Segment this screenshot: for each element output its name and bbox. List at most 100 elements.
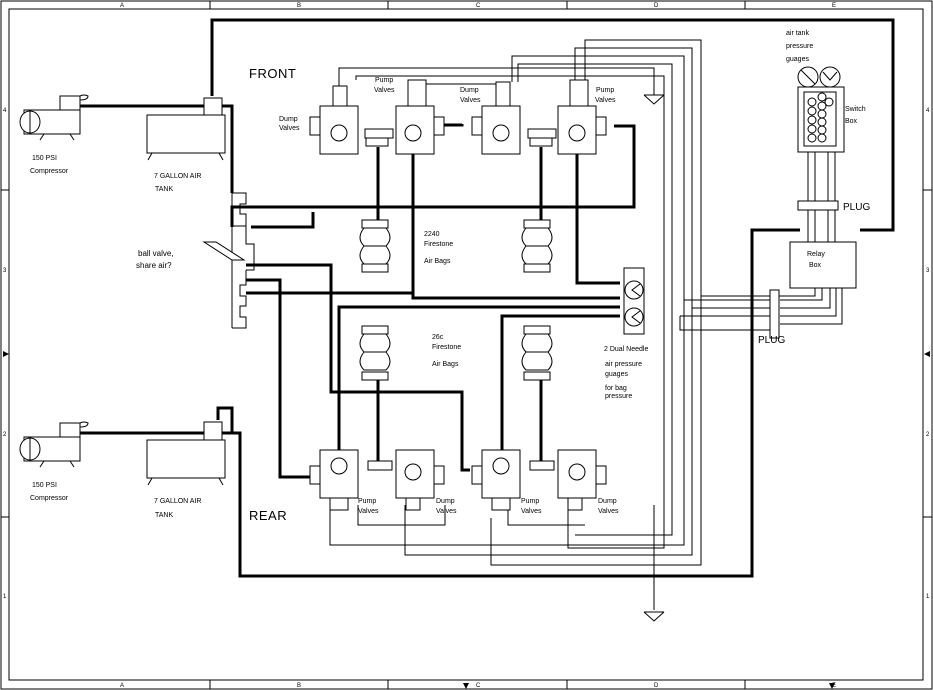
front-air-bag-left (359, 219, 391, 273)
ground-symbol-bottom (643, 611, 665, 622)
grid-col-c-bottom: C (476, 683, 481, 689)
compressor-bottom (19, 421, 89, 468)
compressor-bottom-psi: 150 PSI (32, 482, 57, 489)
rear-pump-left-label-1: Pump (358, 498, 376, 505)
rear-pump-valve-left (309, 449, 359, 511)
grid-row-3-right: 3 (926, 268, 930, 274)
switch-box-label-2: Box (845, 118, 858, 125)
thin-wiring (329, 39, 843, 610)
grid-column-labels: A B C D E A B C D E (120, 3, 836, 689)
front-bags-label-2: Firestone (424, 241, 453, 248)
rear-pump-valve-right (471, 449, 521, 511)
rear-dump-left-label-1: Dump (436, 498, 455, 505)
grid-col-e-top: E (832, 3, 836, 9)
plug-lower (769, 289, 780, 339)
air-tank-bottom (146, 421, 226, 486)
front-tee-right-stem (529, 137, 553, 147)
grid-col-e-bottom: E (832, 683, 836, 689)
front-dump-valve-left (309, 85, 359, 155)
front-pump-right-label-2: Valves (595, 97, 616, 104)
ball-valve-icon (202, 241, 246, 261)
rear-dump-left-label-2: Valves (436, 508, 457, 515)
rear-pump-right-label-1: Pump (521, 498, 539, 505)
front-dump-left-label-1: Dump (279, 116, 298, 123)
dual-needle-gauge-panel (623, 267, 645, 335)
diagram-labels: FRONT REAR 150 PSI Compressor 150 PSI Co… (30, 30, 870, 523)
front-dump-right-label-1: Dump (460, 87, 479, 94)
compressor-bottom-name: Compressor (30, 495, 69, 502)
ground-symbol-top (643, 94, 665, 105)
tank-gauges-label-2: pressure (786, 43, 813, 50)
rear-pump-right-label-2: Valves (521, 508, 542, 515)
grid-row-2-left: 2 (3, 432, 7, 438)
compressor-top (19, 94, 89, 141)
thick-lines (78, 18, 895, 578)
grid-row-2-right: 2 (926, 432, 930, 438)
front-pump-valve-left (395, 79, 445, 155)
front-label: FRONT (249, 66, 296, 81)
front-bags-label-3: Air Bags (424, 258, 451, 265)
grid-col-d-top: D (654, 3, 659, 9)
tank-bottom-line1: 7 GALLON AIR (154, 498, 201, 505)
front-dump-right-label-2: Valves (460, 97, 481, 104)
tank-top-line1: 7 GALLON AIR (154, 173, 201, 180)
front-pump-right-label-1: Pump (596, 87, 614, 94)
relay-box-label-2: Box (809, 262, 822, 269)
plug-upper-label: PLUG (843, 202, 870, 213)
grid-row-1-right: 1 (926, 594, 930, 600)
front-bags-label-1: 2240 (424, 231, 440, 238)
grid-col-d-bottom: D (654, 683, 659, 689)
front-tee-left (364, 128, 394, 139)
rear-air-bag-right (521, 325, 553, 381)
front-pump-left-label-1: Pump (375, 77, 393, 84)
rear-dump-valve-right (557, 449, 607, 511)
rear-bags-label-1: 26c (432, 334, 444, 341)
front-pump-valve-right (557, 79, 607, 155)
ball-valve-label-line1: ball valve, (138, 249, 174, 258)
rear-air-bag-left (359, 325, 391, 381)
tank-gauges-label-3: guages (786, 56, 809, 63)
switch-box-label-1: Switch (845, 106, 866, 113)
rear-tee-left (367, 460, 393, 471)
grid-col-a-top: A (120, 3, 124, 9)
rear-bags-label-2: Firestone (432, 344, 461, 351)
grid-row-4-left: 4 (3, 108, 7, 114)
plug-upper (797, 200, 839, 211)
compressor-top-name: Compressor (30, 168, 69, 175)
rear-dump-right-label-1: Dump (598, 498, 617, 505)
grid-col-b-top: B (297, 3, 301, 9)
tank-pressure-gauges (797, 66, 841, 88)
front-dump-left-label-2: Valves (279, 125, 300, 132)
front-air-bag-right (521, 219, 553, 273)
ball-valve-label-line2: share air? (136, 261, 172, 270)
grid-row-1-left: 1 (3, 594, 7, 600)
grid-row-4-right: 4 (926, 108, 930, 114)
rear-dump-right-label-2: Valves (598, 508, 619, 515)
rear-label: REAR (249, 508, 287, 523)
tank-gauges-label-1: air tank (786, 30, 809, 37)
dual-needle-label-1: 2 Dual Needle (604, 346, 648, 353)
air-tank-top (146, 97, 226, 161)
tank-top-line2: TANK (155, 186, 173, 193)
dual-needle-label-2: air pressure (605, 361, 642, 368)
relay-box-label-1: Relay (807, 251, 825, 258)
grid-col-c-top: C (476, 3, 481, 9)
grid-col-a-bottom: A (120, 683, 124, 689)
rear-dump-valve-left (395, 449, 445, 511)
dual-needle-label-4: for bag (605, 385, 627, 392)
grid-row-labels: 4 3 2 1 4 3 2 1 (3, 108, 930, 600)
grid-row-3-left: 3 (3, 268, 7, 274)
front-tee-right (527, 128, 557, 139)
compressor-top-psi: 150 PSI (32, 155, 57, 162)
dual-needle-label-5: pressure (605, 393, 632, 400)
dual-needle-label-3: guages (605, 371, 628, 378)
rear-bags-label-3: Air Bags (432, 361, 459, 368)
front-pump-left-label-2: Valves (374, 87, 395, 94)
switch-box (797, 86, 845, 153)
tank-bottom-line2: TANK (155, 512, 173, 519)
rear-tee-right (529, 460, 555, 471)
grid-col-b-bottom: B (297, 683, 301, 689)
plug-lower-label: PLUG (758, 335, 785, 346)
